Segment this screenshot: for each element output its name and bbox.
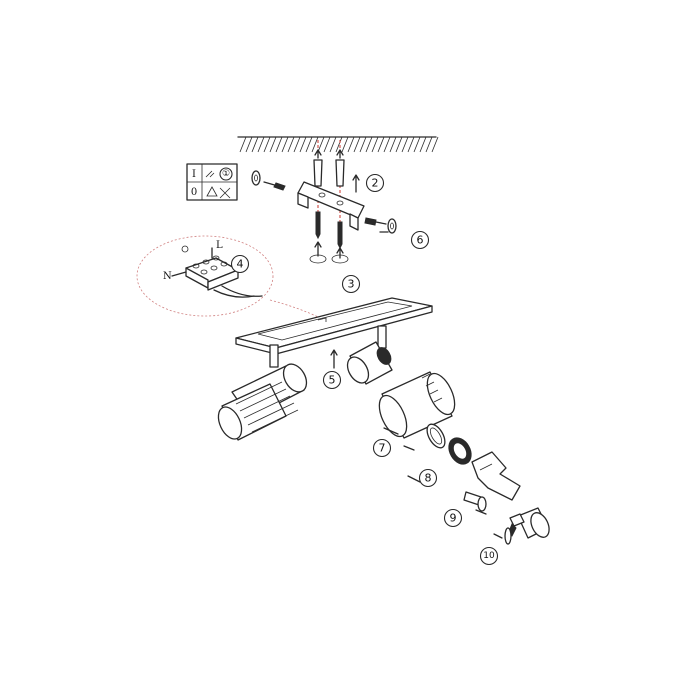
svg-text:9: 9	[450, 512, 457, 525]
svg-text:3: 3	[348, 278, 355, 291]
callout-3: 3	[341, 274, 361, 294]
callout-6: 6	[410, 230, 430, 250]
fixing-screws	[309, 211, 349, 264]
switch-off-label: 0	[191, 187, 197, 198]
base-plate	[235, 297, 433, 369]
no-dispose-icon	[219, 187, 231, 199]
svg-text:6: 6	[417, 234, 424, 247]
live-label: L	[216, 240, 223, 251]
callout-8: 8	[418, 468, 438, 488]
left-washer-screw	[251, 170, 286, 191]
svg-text:10: 10	[483, 551, 495, 561]
left-spotlight	[217, 344, 308, 441]
clip-washer-9	[463, 491, 487, 515]
right-washer-screw	[364, 217, 397, 234]
callout-7: 7	[372, 438, 392, 458]
detail-leader	[269, 299, 321, 319]
svg-text:5: 5	[329, 374, 336, 387]
svg-text:2: 2	[372, 177, 379, 190]
callout-1: ①	[219, 167, 233, 181]
switch-on-label: I	[192, 169, 196, 180]
ring-7	[383, 423, 446, 451]
warning-triangle-icon	[206, 186, 218, 197]
screwdriver-icon	[205, 170, 215, 178]
ceiling-hatch	[237, 136, 439, 153]
bulb-10	[493, 507, 550, 545]
svg-text:4: 4	[237, 258, 244, 271]
shade-cylinder	[378, 371, 456, 439]
svg-text:7: 7	[379, 442, 386, 455]
callout-5: 5	[322, 370, 342, 390]
safety-legend-box: I 0 ①	[186, 163, 238, 201]
svg-text:①: ①	[222, 169, 230, 179]
callout-2: 2	[365, 173, 385, 193]
earth-icon	[181, 245, 189, 253]
callout-9: 9	[443, 508, 463, 528]
lens-ring-8	[407, 437, 472, 483]
neutral-label: N	[163, 271, 172, 282]
lamp-clip	[471, 451, 521, 501]
terminal-block-detail: N L	[136, 235, 274, 317]
ceiling-bracket	[297, 174, 365, 231]
callout-10: 10	[479, 546, 499, 566]
callout-4: 4	[230, 254, 250, 274]
right-stem	[346, 325, 393, 385]
svg-text:8: 8	[425, 472, 432, 485]
